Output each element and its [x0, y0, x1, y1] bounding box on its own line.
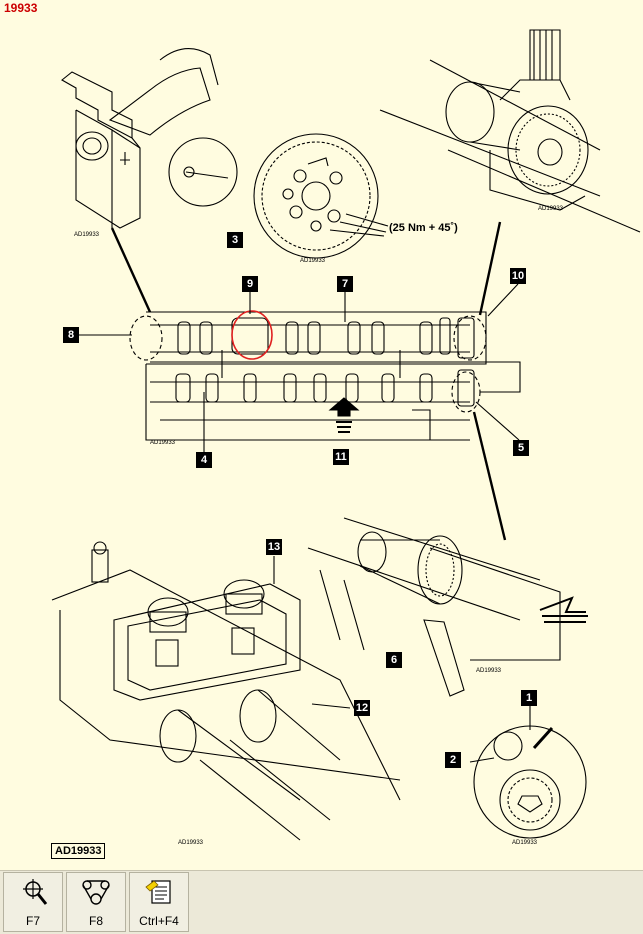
callout-12: 12	[354, 700, 370, 716]
inset-code-label: AD19933	[74, 232, 100, 238]
timing-tool-inset	[307, 517, 588, 697]
camshaft-assembly	[129, 311, 521, 441]
inset-code-label: AD19933	[300, 258, 326, 264]
inset-code-label: AD19933	[150, 440, 176, 446]
inset-code-label: AD19933	[538, 206, 564, 212]
bottom-toolbar: F7 F8 Ctrl+F4	[0, 870, 643, 934]
zoom-button[interactable]: F7	[3, 872, 63, 932]
torque-spec-label: (25 Nm + 45˚)	[389, 222, 458, 234]
callout-2: 2	[445, 752, 461, 768]
inset-code-label: AD19933	[178, 840, 204, 846]
gear-end-inset	[379, 29, 641, 233]
callout-4: 4	[196, 452, 212, 468]
inset-code-label: AD19933	[512, 840, 538, 846]
callout-11: 11	[333, 449, 349, 465]
callout-8: 8	[63, 327, 79, 343]
zoom-icon	[23, 879, 48, 905]
clamp-tool-inset	[61, 48, 219, 229]
callout-5: 5	[513, 440, 529, 456]
zoom-button-label: F7	[25, 914, 40, 928]
timing-belt-button[interactable]: F8	[66, 872, 126, 932]
sprocket-bolts-inset	[168, 133, 389, 259]
inset-code-label: AD19933	[476, 668, 502, 674]
notes-button-label: Ctrl+F4	[139, 914, 179, 928]
double-clamp-inset	[51, 541, 401, 841]
callout-6: 6	[386, 652, 402, 668]
callout-7: 7	[337, 276, 353, 292]
notes-icon	[145, 880, 171, 904]
timing-belt-button-label: F8	[88, 914, 103, 928]
gear-alignment-inset	[469, 706, 587, 839]
engine-timing-diagram	[51, 29, 641, 841]
callout-3: 3	[227, 232, 243, 248]
figure-reference-box: AD19933	[51, 843, 106, 859]
callout-9: 9	[242, 276, 258, 292]
belt-icon	[82, 880, 110, 905]
callout-10: 10	[510, 268, 526, 284]
callout-13: 13	[266, 539, 282, 555]
notes-button[interactable]: Ctrl+F4	[129, 872, 189, 932]
document-id: 19933	[4, 1, 38, 15]
callout-1: 1	[521, 690, 537, 706]
